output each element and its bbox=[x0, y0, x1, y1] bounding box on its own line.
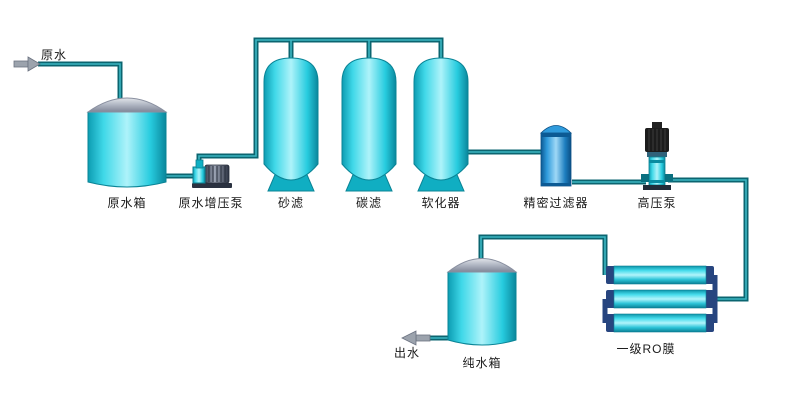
sand-filter-vessel bbox=[263, 57, 319, 192]
ro-membrane-bank bbox=[602, 265, 718, 333]
label-carbon-filter: 碳滤 bbox=[355, 196, 383, 210]
label-sand-filter: 砂滤 bbox=[277, 196, 305, 210]
label-ro-membrane: 一级RO膜 bbox=[616, 342, 676, 356]
label-softener: 软化器 bbox=[421, 196, 461, 210]
label-precision-filter: 精密过滤器 bbox=[523, 196, 589, 210]
label-water-outlet: 出水 bbox=[393, 346, 421, 360]
raw-water-tank bbox=[86, 97, 168, 188]
precision-filter bbox=[540, 125, 572, 187]
label-raw-water: 原水 bbox=[40, 48, 68, 62]
label-booster-pump: 原水增压泵 bbox=[178, 196, 244, 210]
label-raw-water-tank: 原水箱 bbox=[107, 196, 147, 210]
outlet-arrow-icon bbox=[401, 330, 431, 346]
label-high-pressure-pump: 高压泵 bbox=[637, 196, 677, 210]
booster-pump bbox=[192, 159, 232, 188]
carbon-filter-vessel bbox=[341, 57, 397, 192]
ro-tube bbox=[606, 313, 714, 333]
label-pure-water-tank: 纯水箱 bbox=[462, 356, 502, 370]
pure-water-tank bbox=[446, 258, 518, 346]
softener-vessel bbox=[413, 57, 469, 192]
ro-tube bbox=[606, 265, 714, 285]
ro-tube bbox=[606, 289, 714, 309]
inlet-arrow-icon bbox=[13, 56, 41, 72]
high-pressure-pump bbox=[641, 122, 673, 190]
